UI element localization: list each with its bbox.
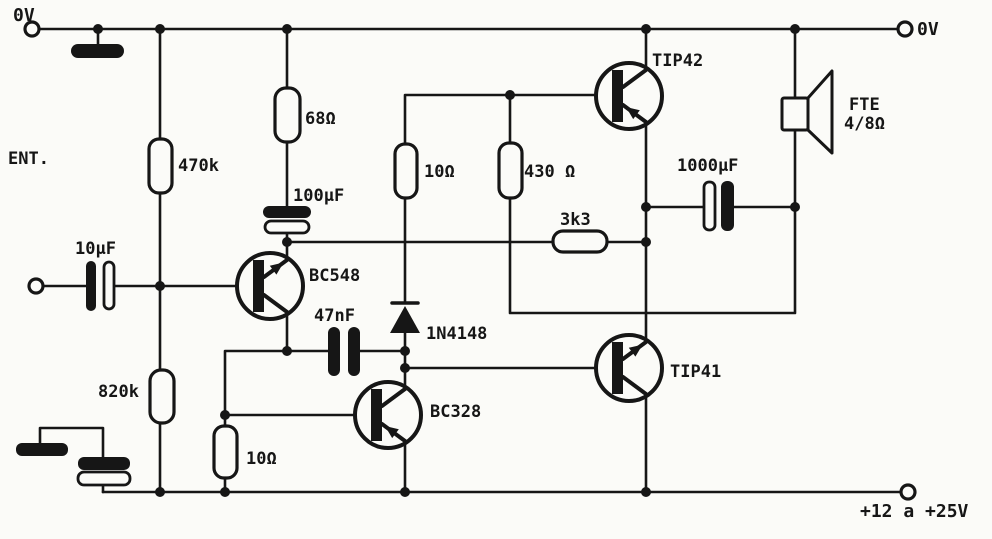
junction-dots bbox=[93, 24, 800, 497]
terminals bbox=[23, 20, 917, 501]
capacitor-100uf bbox=[263, 206, 311, 235]
label-speaker-impedance: 4/8Ω bbox=[844, 114, 885, 134]
wire-diode-column bbox=[403, 93, 614, 494]
label-r68: 68Ω bbox=[305, 109, 336, 129]
wire-output-column bbox=[285, 27, 797, 494]
label-c47nf: 47nF bbox=[314, 306, 355, 326]
diode-triangle bbox=[390, 306, 420, 333]
speaker-symbol bbox=[780, 69, 834, 155]
wire-psu-branch bbox=[38, 426, 105, 494]
resistor-10ohm-top bbox=[393, 142, 419, 200]
label-r470k: 470k bbox=[178, 156, 219, 176]
label-c100uf: 100µF bbox=[293, 186, 344, 206]
label-tip42: TIP42 bbox=[652, 51, 703, 71]
label-d1n4148: 1N4148 bbox=[426, 324, 487, 344]
diode-1n4148 bbox=[390, 301, 420, 333]
bottom-left-bar bbox=[16, 443, 68, 456]
bc548-emitter-arrow bbox=[269, 262, 284, 275]
speaker-cone bbox=[806, 69, 834, 155]
capacitor-supply-filter bbox=[76, 457, 132, 487]
terminal-0v-right bbox=[896, 20, 914, 38]
label-r430: 430 Ω bbox=[524, 162, 575, 182]
transistor-bc548 bbox=[235, 251, 305, 321]
label-supply-voltage: +12 a +25V bbox=[860, 501, 969, 522]
tip42-emitter-arrow bbox=[626, 107, 640, 120]
label-0v-right: 0V bbox=[917, 19, 939, 40]
resistors bbox=[147, 86, 609, 480]
wires bbox=[37, 27, 904, 494]
label-bc328: BC328 bbox=[430, 402, 481, 422]
resistor-430ohm bbox=[497, 141, 524, 200]
terminal-supply bbox=[899, 483, 917, 501]
wire-feedback-network bbox=[223, 349, 407, 494]
label-r820k: 820k bbox=[98, 382, 139, 402]
top-left-bar bbox=[71, 44, 124, 58]
capacitor-1000uf bbox=[702, 180, 734, 232]
label-speaker-fte: FTE bbox=[849, 95, 880, 115]
label-r10-bottom: 10Ω bbox=[246, 449, 277, 469]
capacitor-47nf bbox=[328, 327, 360, 376]
label-r10-top: 10Ω bbox=[424, 162, 455, 182]
label-input-ent: ENT. bbox=[8, 149, 49, 169]
resistor-10ohm-bottom bbox=[212, 424, 239, 480]
resistor-3k3 bbox=[551, 229, 609, 254]
bc328-emitter-arrow bbox=[385, 426, 399, 439]
capacitors bbox=[16, 44, 734, 487]
label-0v-left: 0V bbox=[13, 5, 35, 26]
terminal-0v-left bbox=[23, 20, 41, 38]
wire-left-column bbox=[41, 27, 255, 494]
capacitor-10uf bbox=[86, 260, 116, 311]
label-r3k3: 3k3 bbox=[560, 210, 591, 230]
resistor-820k bbox=[148, 368, 176, 425]
label-bc548: BC548 bbox=[309, 266, 360, 286]
transistor-tip41 bbox=[594, 333, 664, 403]
tip41-emitter-arrow bbox=[628, 344, 643, 357]
label-c10uf: 10µF bbox=[75, 239, 116, 259]
speaker-box bbox=[780, 96, 810, 132]
resistor-470k bbox=[147, 137, 174, 195]
wire-430-run bbox=[508, 93, 797, 315]
transistor-bc328 bbox=[353, 380, 423, 450]
terminal-input bbox=[27, 277, 45, 295]
resistor-68ohm bbox=[273, 86, 302, 144]
transistor-tip42 bbox=[594, 61, 664, 131]
label-tip41: TIP41 bbox=[670, 362, 721, 382]
label-c1000uf: 1000µF bbox=[677, 156, 738, 176]
